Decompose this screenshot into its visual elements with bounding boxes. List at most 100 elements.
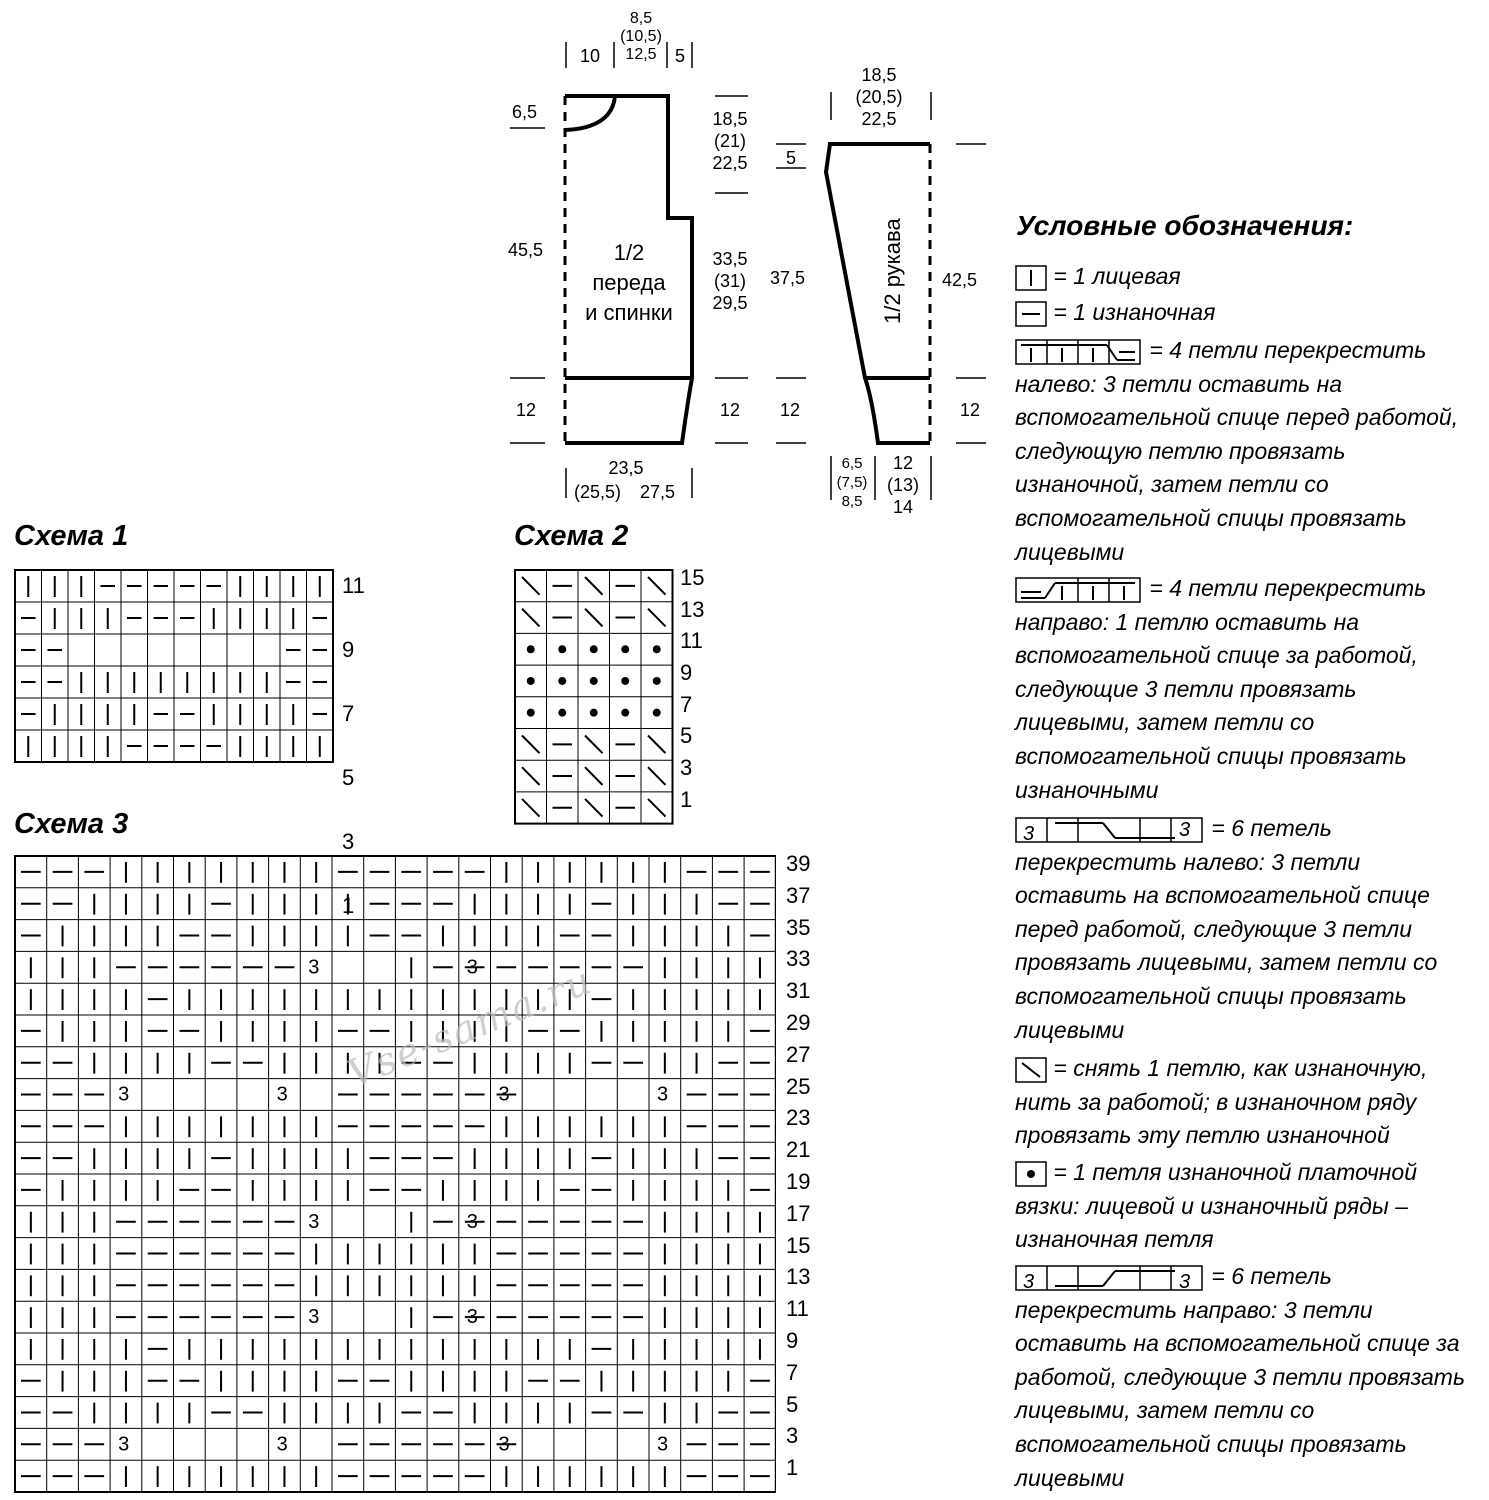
garter-dot-mark — [558, 676, 567, 685]
sleeve-br-2: (13) — [886, 475, 919, 495]
row-number: 21 — [786, 1137, 811, 1163]
cross-right-4-icon — [1015, 577, 1141, 603]
garter-dot-mark — [652, 708, 661, 717]
legend-text-garter: = 1 петля изнаночной платочной вязки: ли… — [1015, 1159, 1417, 1253]
cable-count-label: 3 — [277, 1084, 288, 1106]
sleeve-dim-bottom-right: 12 (13) 14 — [876, 452, 930, 518]
row-number: 15 — [786, 1232, 811, 1258]
scheme1-chart — [14, 569, 334, 763]
cable-count-label: 3 — [657, 1084, 668, 1106]
row-number: 29 — [786, 1009, 811, 1035]
slip-mark — [584, 576, 604, 596]
slip-mark — [647, 766, 667, 786]
legend-text-purl: = 1 изнаночная — [1053, 299, 1216, 325]
row-number: 7 — [680, 691, 693, 717]
scheme2-title: Схема 2 — [514, 520, 629, 552]
row-number: 27 — [786, 1041, 811, 1067]
row-number: 33 — [786, 946, 811, 972]
row-number: 3 — [786, 1423, 799, 1449]
legend-item-cross-left-4: = 4 петли перекрестить налево: 3 петли о… — [1015, 334, 1475, 569]
garter-dot-mark — [526, 708, 535, 717]
row-number: 35 — [786, 914, 811, 940]
legend-item-garter: = 1 петля изнаночной платочной вязки: ли… — [1015, 1156, 1475, 1257]
slip-mark — [521, 734, 541, 754]
legend-item-cross-right-4: = 4 петли перекрестить направо: 1 петлю … — [1015, 572, 1475, 807]
row-number: 5 — [680, 723, 693, 749]
sleeve-bl-2: (7,5) — [836, 474, 868, 491]
cable-count-label: 3 — [657, 1433, 668, 1455]
cable-count-label: 3 — [467, 956, 478, 978]
garter-dot-mark — [526, 645, 535, 654]
garter-dot-mark — [558, 645, 567, 654]
garter-dot-mark — [621, 645, 630, 654]
legend-text-cross-right-6: = 6 петель перекрестить направо: 3 петли… — [1015, 1263, 1466, 1491]
body-dim-rib-right: 12 — [720, 400, 741, 420]
sleeve-dim-cap: 5 — [786, 148, 797, 168]
row-number: 17 — [786, 1200, 811, 1226]
row-number: 39 — [786, 850, 811, 876]
slip-mark — [647, 576, 667, 596]
body-dim-bottom-2: (25,5) — [574, 482, 622, 502]
legend-item-knit: = 1 лицевая — [1015, 260, 1475, 294]
cable-count-label: 3 — [308, 956, 319, 978]
svg-text:3: 3 — [1179, 1271, 1190, 1292]
body-label-3: и спинки — [585, 300, 673, 325]
cable-count-label: 3 — [118, 1433, 129, 1455]
slip-mark — [521, 798, 541, 818]
row-number: 7 — [342, 701, 355, 726]
row-number: 31 — [786, 978, 811, 1004]
body-piece-label: 1/2 переда и спинки — [574, 238, 684, 328]
body-dim-neck-width: 8,5 (10,5) 12,5 — [614, 10, 668, 64]
legend-text-cross-left-4: = 4 петли перекрестить налево: 3 петли о… — [1015, 337, 1459, 565]
row-number: 23 — [786, 1105, 811, 1131]
row-number: 5 — [342, 765, 355, 790]
side-2: (31) — [713, 271, 746, 291]
row-number: 11 — [680, 628, 703, 654]
slip-mark — [584, 607, 604, 628]
slip-mark — [584, 766, 604, 786]
cable-count-label: 3 — [308, 1306, 319, 1328]
body-dimension-lines — [510, 42, 748, 498]
slip-mark — [584, 734, 604, 754]
row-number: 5 — [786, 1391, 799, 1417]
purl-icon — [1015, 301, 1047, 327]
cable-count-label: 3 — [467, 1211, 478, 1233]
side-3: 29,5 — [712, 293, 748, 313]
body-label-1: 1/2 — [613, 240, 645, 265]
cable-count-label: 3 — [467, 1306, 478, 1328]
garter-dot-mark — [589, 708, 598, 717]
row-number: 15 — [680, 564, 705, 590]
slip-mark — [521, 607, 541, 628]
body-dim-step: 5 — [674, 46, 685, 66]
sleeve-top-2: (20,5) — [855, 87, 903, 107]
body-dim-neck-depth: 6,5 — [512, 102, 538, 122]
garter-dot-mark — [621, 676, 630, 685]
row-number: 9 — [342, 637, 355, 662]
body-dim-bottom-3: 27,5 — [640, 482, 676, 502]
row-number: 37 — [786, 882, 811, 908]
knit-icon — [1015, 265, 1047, 291]
row-number: 3 — [680, 755, 693, 781]
body-dim-shoulder: 10 — [579, 46, 601, 66]
cable-count-label: 3 — [118, 1084, 129, 1106]
sleeve-piece-outline — [823, 142, 932, 445]
row-number: 9 — [786, 1327, 799, 1353]
legend-text-knit: = 1 лицевая — [1053, 263, 1181, 289]
neck-width-3: 12,5 — [625, 46, 657, 63]
sleeve-top-1: 18,5 — [861, 65, 897, 85]
slip-mark — [647, 798, 667, 818]
garter-dot-mark — [526, 676, 535, 685]
sleeve-dimension-lines — [776, 92, 986, 500]
slip-mark — [647, 607, 667, 628]
sleeve-top-3: 22,5 — [861, 109, 897, 129]
armhole-3: 22,5 — [712, 153, 748, 173]
body-dim-bottom-1: 23,5 — [608, 458, 644, 478]
neck-width-2: (10,5) — [620, 28, 662, 45]
svg-text:3: 3 — [1023, 823, 1034, 844]
slip-mark — [521, 766, 541, 786]
garter-dot-mark — [621, 708, 630, 717]
row-number: 1 — [786, 1455, 799, 1481]
row-number: 9 — [680, 660, 693, 686]
